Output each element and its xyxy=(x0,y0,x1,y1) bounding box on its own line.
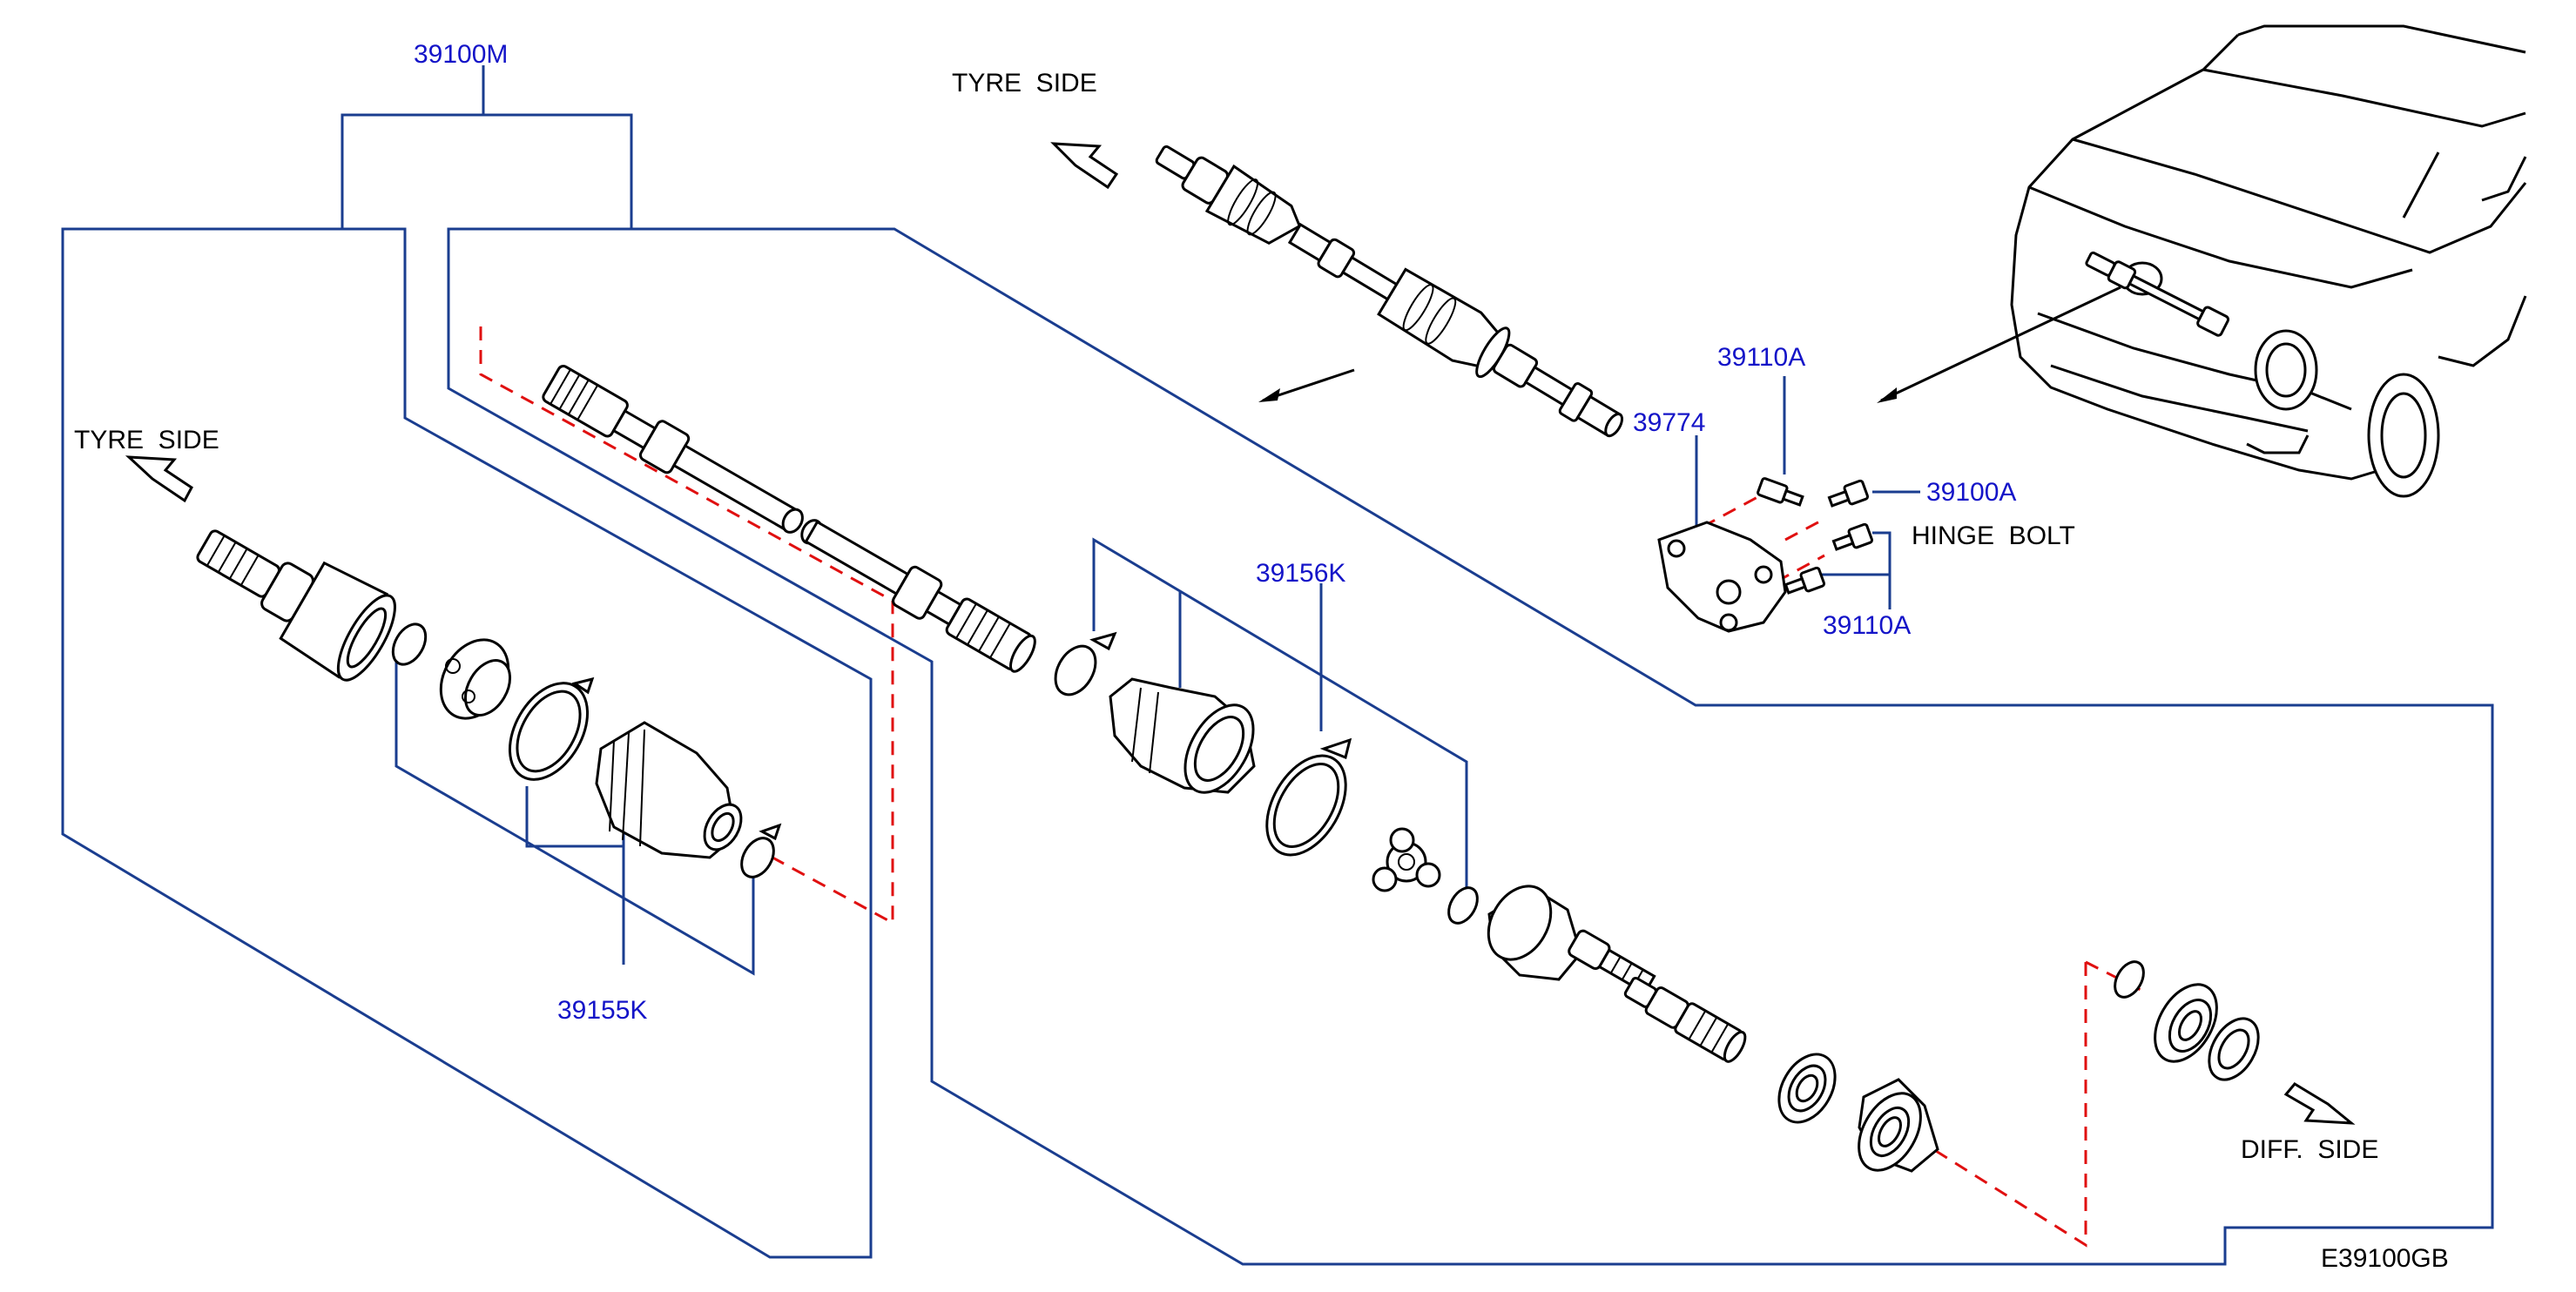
boot-band-inner-small xyxy=(1054,631,1117,696)
pointer-arrows xyxy=(1258,286,2121,403)
part-number-39100m: 39100M xyxy=(414,40,508,69)
part-number-39110a-upper: 39110A xyxy=(1717,343,1805,372)
bolt-lower-icon xyxy=(1784,566,1826,595)
diff-seal xyxy=(2208,1017,2260,1081)
boot-band-inner-large xyxy=(1265,737,1352,857)
diff-side-label: DIFF. SIDE xyxy=(2241,1135,2378,1164)
inner-joint-housing xyxy=(1487,885,1656,995)
outer-joint-cage xyxy=(439,638,512,720)
snap-ring-inner xyxy=(1447,886,1479,925)
outer-cv-joint xyxy=(196,529,396,682)
tyre-side-label-left: TYRE SIDE xyxy=(74,426,219,454)
support-bearing xyxy=(1858,1078,1939,1173)
diff-snap-ring xyxy=(2114,960,2145,999)
part-number-39100a: 39100A xyxy=(1926,478,2016,507)
complete-driveshaft-small xyxy=(1155,145,1624,438)
extension-shaft xyxy=(1623,976,1747,1063)
diff-side-arrow-icon xyxy=(2283,1082,2356,1125)
bolt-side-icon xyxy=(1827,479,1870,508)
support-bracket xyxy=(1657,521,1787,633)
boot-band-outer-large xyxy=(508,676,595,781)
drawing-code: E39100GB xyxy=(2321,1244,2449,1273)
diff-bearing xyxy=(2154,983,2218,1063)
hinge-bolt-label: HINGE BOLT xyxy=(1912,522,2075,550)
tyre-side-label-top: TYRE SIDE xyxy=(952,69,1097,98)
snap-ring-outer xyxy=(391,622,428,666)
part-number-39155k: 39155K xyxy=(557,996,647,1025)
part-number-39110a-lower: 39110A xyxy=(1823,611,1911,640)
bolt-middle-icon xyxy=(1831,522,1874,551)
callout-leader-lines xyxy=(61,65,2494,1266)
tripod-joint xyxy=(1372,827,1441,892)
boot-band-outer-small xyxy=(740,823,782,878)
tyre-side-arrow-left-icon xyxy=(125,455,193,503)
drive-shaft-bar xyxy=(542,365,1036,673)
bolt-upper-icon xyxy=(1757,477,1804,507)
part-number-39774: 39774 xyxy=(1633,408,1705,437)
seal-ring xyxy=(1777,1053,1837,1124)
tyre-side-arrow-top-icon xyxy=(1050,142,1119,190)
vehicle-location-sketch xyxy=(2010,24,2527,498)
part-number-39156k: 39156K xyxy=(1256,559,1345,588)
inner-boot xyxy=(1109,677,1256,794)
outer-boot xyxy=(595,721,743,859)
